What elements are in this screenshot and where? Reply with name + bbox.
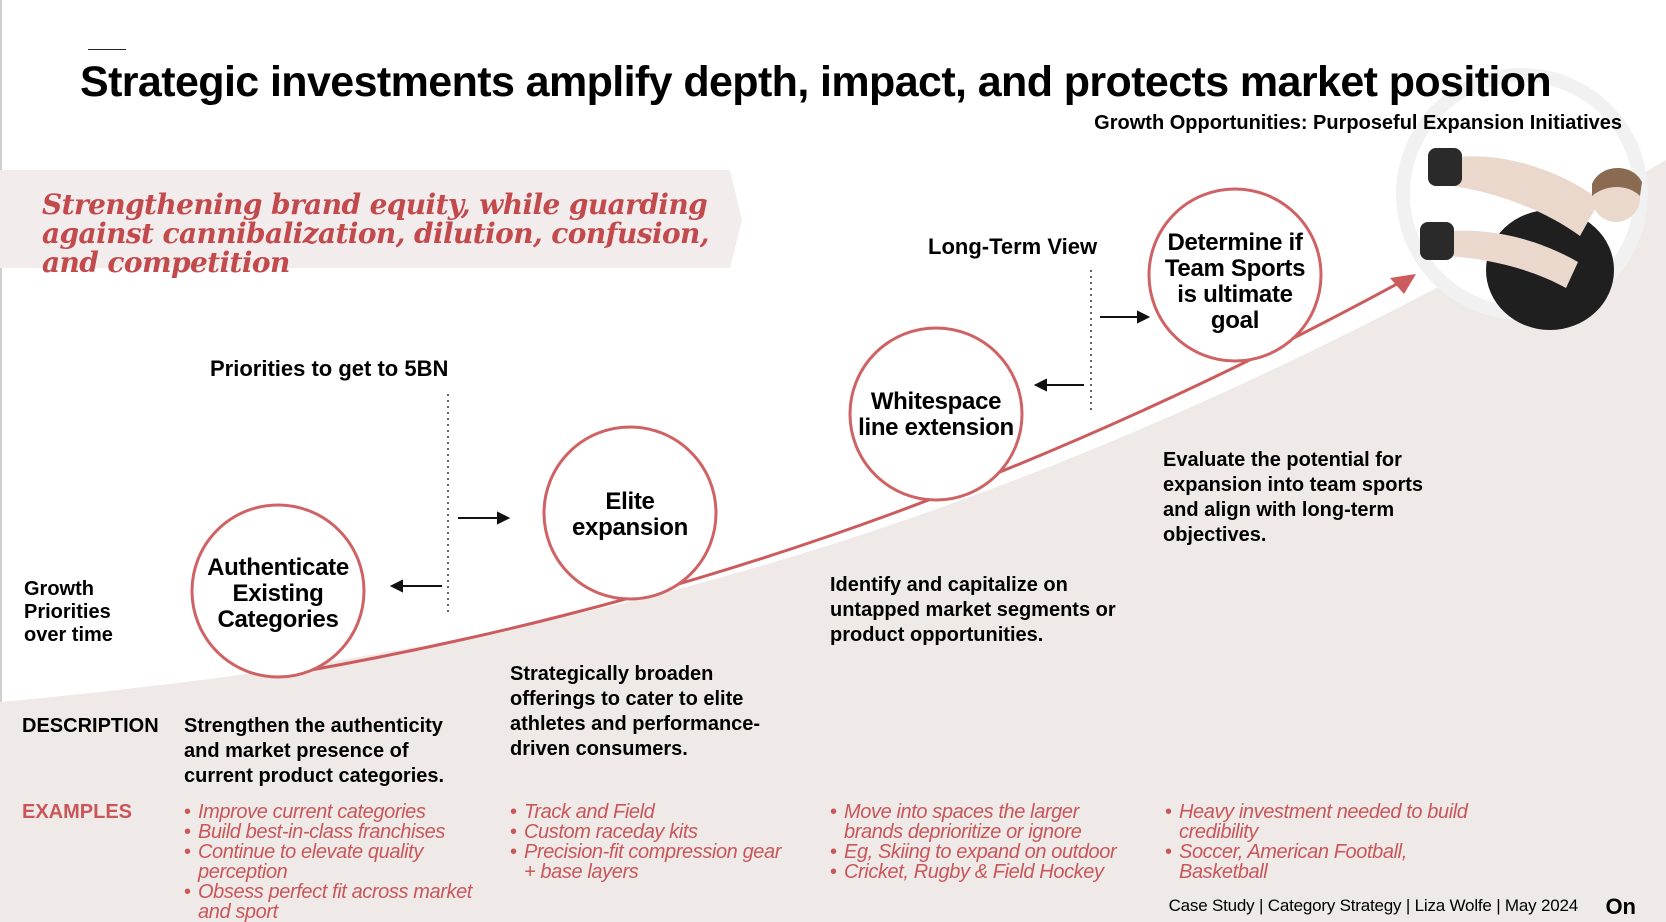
- list-item: Heavy investment needed to build credibi…: [1165, 802, 1495, 842]
- circle-label-whitespace: Whitespace line extension: [852, 389, 1020, 441]
- page-subtitle: Growth Opportunities: Purposeful Expansi…: [1094, 112, 1622, 135]
- arrow-right-priorities: [458, 513, 508, 523]
- list-item: Soccer, American Football, Basketball: [1165, 842, 1495, 882]
- banner-text: Strengthening brand equity, while guardi…: [42, 190, 742, 277]
- circle-label-authenticate: Authenticate Existing Categories: [198, 555, 358, 633]
- list-item: Build best-in-class franchises: [184, 822, 484, 842]
- arrow-left-priorities: [392, 581, 442, 591]
- list-item: Move into spaces the larger brands depri…: [830, 802, 1140, 842]
- footer-text: Case Study | Category Strategy | Liza Wo…: [1169, 896, 1578, 916]
- list-item: Track and Field: [510, 802, 790, 822]
- circle-label-elite: Elite expansion: [550, 489, 710, 541]
- list-item: Eg, Skiing to expand on outdoor: [830, 842, 1140, 862]
- circle-label-team-sports: Determine if Team Sports is ultimate goa…: [1155, 230, 1315, 334]
- growth-priorities-label: Growth Priorities over time: [24, 578, 154, 647]
- arrow-left-long-term: [1036, 380, 1084, 390]
- examples-list-whitespace: Move into spaces the larger brands depri…: [830, 802, 1140, 882]
- description-elite: Strategically broaden offerings to cater…: [510, 662, 780, 762]
- examples-heading: EXAMPLES: [22, 801, 132, 824]
- examples-list-authenticate: Improve current categories Build best-in…: [184, 802, 484, 922]
- list-item: Precision-fit compression gear + base la…: [510, 842, 790, 882]
- on-logo-icon: On: [1605, 894, 1636, 920]
- arrow-right-long-term: [1100, 312, 1148, 322]
- list-item: Improve current categories: [184, 802, 484, 822]
- description-authenticate: Strengthen the authenticity and market p…: [184, 714, 474, 789]
- list-item: Continue to elevate quality perception: [184, 842, 484, 882]
- list-item: Obsess perfect fit across market and spo…: [184, 882, 484, 922]
- description-team-sports: Evaluate the potential for expansion int…: [1163, 448, 1453, 548]
- list-item: Cricket, Rugby & Field Hockey: [830, 862, 1140, 882]
- examples-list-elite: Track and Field Custom raceday kits Prec…: [510, 802, 790, 882]
- description-whitespace: Identify and capitalize on untapped mark…: [830, 573, 1120, 648]
- list-item: Custom raceday kits: [510, 822, 790, 842]
- description-heading: DESCRIPTION: [22, 715, 159, 738]
- long-term-label: Long-Term View: [928, 234, 1097, 260]
- page-title: Strategic investments amplify depth, imp…: [80, 58, 1600, 107]
- priorities-label: Priorities to get to 5BN: [210, 356, 448, 382]
- top-rule: [88, 49, 126, 50]
- examples-list-team-sports: Heavy investment needed to build credibi…: [1165, 802, 1495, 882]
